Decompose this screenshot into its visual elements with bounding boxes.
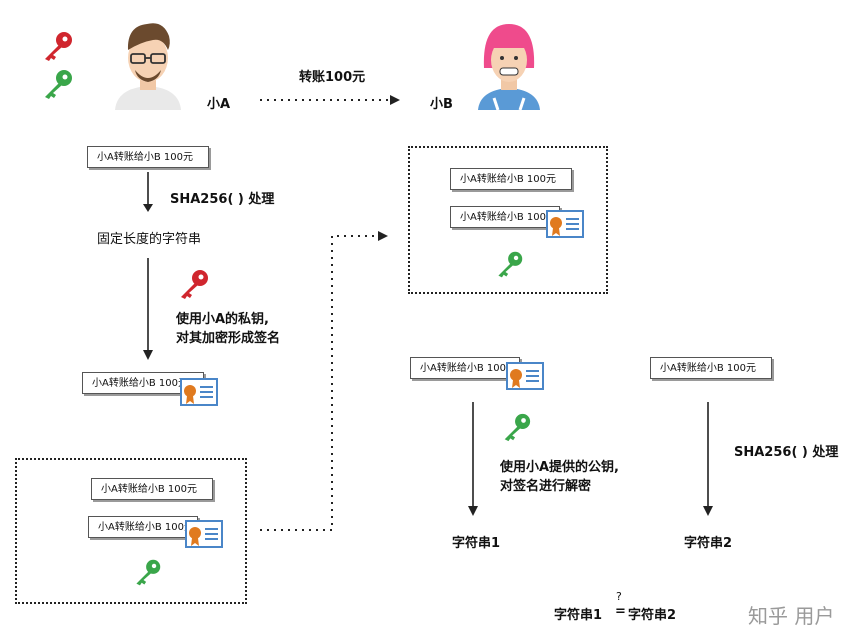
compare-question: ? [616,590,622,603]
received-package-frame [408,146,608,294]
certificate-icon [180,378,218,406]
decrypt-arrow [468,402,478,516]
verify-message-box: 小A转账给小B 100元 [650,357,772,379]
hash-label-right: SHA256( ) 处理 [734,445,839,460]
compare-equals: = [615,604,626,619]
sign-arrow [143,258,153,360]
private-key-icon [45,32,72,61]
transfer-arrow [260,95,400,105]
hash-arrow-left [143,172,153,212]
hash-label-left: SHA256( ) 处理 [170,192,275,207]
public-key-icon [504,413,531,442]
received-message-box: 小A转账给小B 100元 [450,168,572,190]
public-key-icon [498,251,523,278]
message-box-original: 小A转账给小B 100元 [87,146,209,168]
package-signed-box: 小A转账给小B 100元 [88,516,198,538]
public-key-icon [45,70,72,99]
fixed-string-label: 固定长度的字符串 [97,232,202,247]
decrypt-label-line2: 对签名进行解密 [500,479,592,494]
signed-message-box: 小A转账给小B 100元 [82,372,204,394]
sender-avatar [115,23,181,110]
sign-label-line1: 使用小A的私钥, [176,312,269,327]
string2-label: 字符串2 [684,536,733,551]
watermark: 知乎 用户 [748,604,835,628]
transfer-label: 转账100元 [299,70,366,85]
compare-right: 字符串2 [628,608,677,623]
sender-name: 小A [207,97,231,112]
sent-package-frame [15,458,247,604]
send-connector-arrow [260,231,388,531]
receiver-name: 小B [430,97,453,112]
certificate-icon [506,362,544,390]
certificate-icon [546,210,584,238]
string1-label: 字符串1 [452,536,501,551]
verify-signed-box: 小A转账给小B 100元 [410,357,520,379]
private-key-icon [181,270,208,299]
received-signed-box: 小A转账给小B 100元 [450,206,560,228]
decrypt-label-line1: 使用小A提供的公钥, [500,460,619,475]
sign-label-line2: 对其加密形成签名 [176,331,281,346]
package-message-box: 小A转账给小B 100元 [91,478,213,500]
receiver-avatar [478,24,540,111]
hash-arrow-right [703,402,713,516]
public-key-icon [136,559,161,586]
compare-left: 字符串1 [554,608,603,623]
certificate-icon [185,520,223,548]
